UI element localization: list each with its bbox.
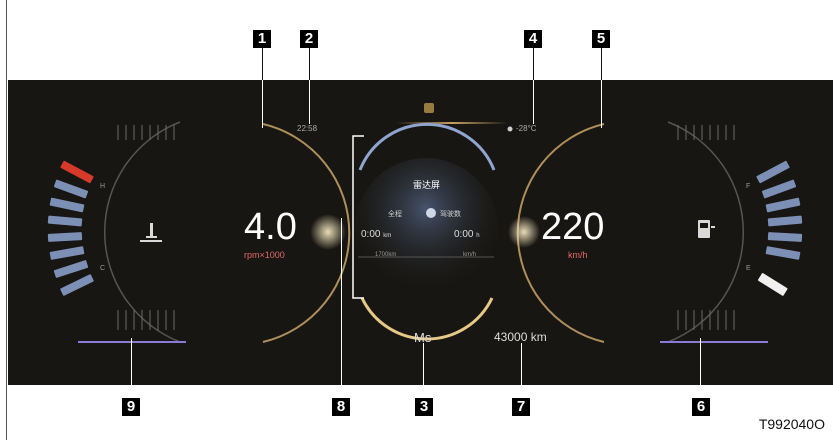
outside-temperature: -28°C	[516, 124, 537, 133]
center-mode-left: 全程	[388, 211, 402, 218]
outside-temp-icon	[507, 126, 513, 132]
speedometer-value: 220	[541, 206, 605, 248]
left-gauge-ticks	[117, 125, 175, 330]
leader-line-1	[262, 46, 263, 80]
odometer: 43000 km	[494, 330, 547, 344]
fuel-segment-current	[758, 273, 788, 296]
leader-line-1b	[262, 80, 263, 128]
fuel-segment	[765, 246, 801, 260]
callout-3: 3	[415, 398, 433, 416]
leader-line-2	[309, 46, 310, 80]
leader-line-7	[521, 343, 522, 385]
leader-line-3	[423, 343, 424, 385]
tachometer-ring	[262, 123, 351, 343]
temp-high-mark: H	[100, 183, 106, 190]
right-gauge-ticks	[677, 125, 735, 330]
callout-1: 1	[253, 30, 271, 48]
temp-segment	[47, 232, 83, 242]
temp-segment	[49, 246, 85, 260]
left-gauge-outer-ring	[103, 121, 181, 343]
trip-sub-left: 1700km	[375, 252, 397, 258]
temp-segment	[53, 260, 89, 278]
instrument-cluster-display: 4.0 rpm×1000 22:58 -28°C 220 km/h Ms 430…	[8, 80, 833, 385]
center-display-bracket	[352, 135, 364, 299]
leader-line-5	[601, 46, 602, 80]
temp-segment	[60, 274, 94, 296]
center-top-highlight	[396, 122, 508, 124]
temp-low-mark: C	[100, 265, 106, 272]
temp-segment	[49, 197, 85, 213]
drive-mode-icon	[426, 208, 436, 218]
leader-line-4	[533, 46, 534, 80]
tachometer-glow	[310, 214, 346, 250]
cluster-graphics	[47, 103, 803, 343]
temp-segment-warning	[60, 160, 94, 184]
tachometer-value: 4.0	[244, 206, 297, 248]
callout-5: 5	[592, 30, 610, 48]
fuel-segment	[765, 197, 801, 213]
leader-line-5b	[601, 80, 602, 128]
callout-7: 7	[512, 398, 530, 416]
leader-line-8	[341, 218, 342, 385]
callout-9: 9	[122, 398, 140, 416]
tachometer-unit: rpm×1000	[244, 250, 285, 260]
temperature-gauge-segments	[47, 160, 94, 296]
speedometer-glow	[508, 216, 540, 248]
fuel-segment	[767, 215, 803, 227]
callout-4: 4	[524, 30, 542, 48]
trip-left-value: 0:00 km	[361, 229, 392, 240]
fuel-pump-icon	[698, 220, 715, 238]
coolant-temp-icon	[140, 223, 162, 242]
temp-segment	[47, 215, 83, 227]
leader-line-4b	[533, 80, 534, 124]
leader-line-2b	[309, 80, 310, 124]
fuel-high-mark: F	[746, 183, 751, 190]
trip-right-value: 0:00 h	[454, 229, 480, 240]
gear-indicator: Ms	[414, 330, 432, 345]
temp-segment	[53, 179, 89, 199]
figure-reference: T992040O	[758, 416, 825, 432]
right-gauge-outer-ring	[667, 121, 745, 343]
leader-line-9	[131, 338, 132, 385]
center-globe-bottom-arc	[360, 297, 494, 341]
trip-sub-right: km/h	[463, 252, 477, 258]
center-mode-right: 驾驶数	[440, 211, 461, 218]
center-globe-glow	[354, 158, 498, 302]
page-border-line	[6, 0, 7, 440]
fuel-segment	[756, 160, 790, 184]
speedometer-unit: km/h	[568, 250, 588, 260]
callout-2: 2	[300, 30, 318, 48]
fuel-segment	[767, 232, 803, 242]
center-status-icon	[424, 103, 434, 113]
fuel-segment	[761, 179, 797, 199]
center-globe-top-arc	[358, 122, 496, 171]
leader-line-6	[700, 338, 701, 385]
callout-6: 6	[692, 398, 710, 416]
fuel-low-mark: E	[746, 265, 751, 272]
clock: 22:58	[297, 124, 318, 133]
fuel-gauge-segments	[756, 160, 803, 296]
callout-8: 8	[332, 398, 350, 416]
center-screen-title: 雷达屏	[413, 180, 441, 190]
